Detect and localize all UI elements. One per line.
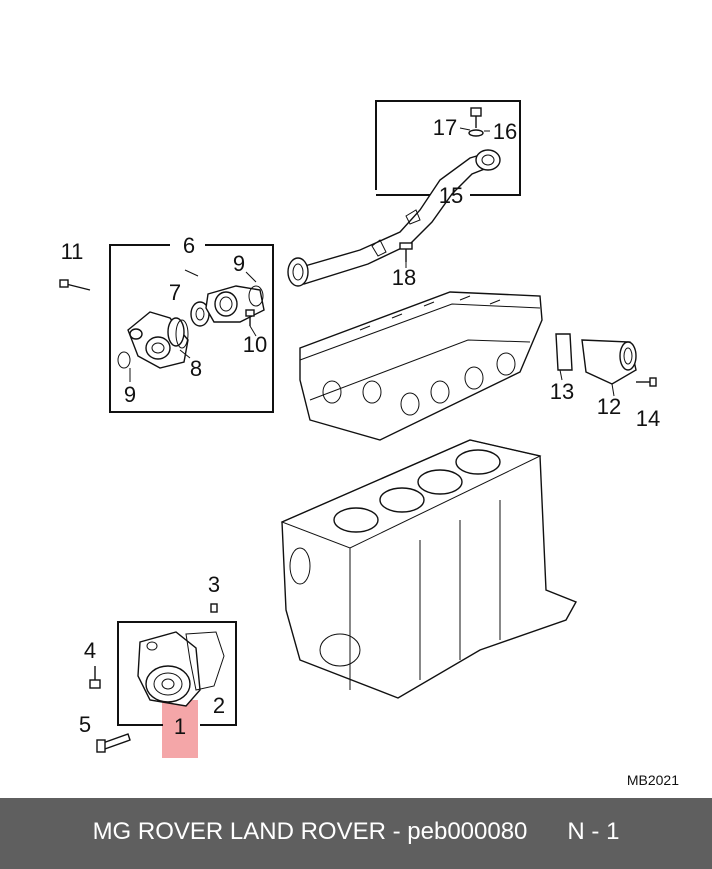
callout-7: 7 (169, 280, 181, 305)
bolt-4 (89, 666, 101, 689)
callout-13: 13 (550, 379, 574, 404)
water-pump (137, 631, 201, 707)
callout-1: 1 (174, 714, 186, 739)
footer-bar: MG ROVER LAND ROVER - peb000080 N - 1 (0, 798, 712, 869)
callout-8: 8 (190, 356, 202, 381)
callout-9-top: 9 (233, 251, 245, 276)
bolt-17-washer-16 (459, 107, 490, 137)
group-box-6 (109, 244, 274, 413)
callout-4: 4 (84, 638, 96, 663)
callout-15: 15 (439, 183, 463, 208)
exploded-parts-diagram: 1 2 3 4 5 6 7 8 9 9 10 11 12 13 14 15 16… (59, 100, 679, 788)
stud-5 (96, 733, 131, 753)
callout-2: 2 (213, 693, 225, 718)
dowel-3 (210, 603, 218, 613)
bolt-10 (245, 309, 255, 326)
callout-14: 14 (636, 406, 660, 431)
group-box-pump (117, 621, 237, 726)
callout-12: 12 (597, 394, 621, 419)
pump-gasket (185, 631, 225, 691)
callout-3: 3 (208, 572, 220, 597)
callout-9-bottom: 9 (124, 382, 136, 407)
part-1-highlight (162, 700, 198, 758)
group-box-15 (375, 100, 521, 196)
cylinder-block (280, 439, 577, 699)
callout-16: 16 (493, 119, 517, 144)
bolt-11 (59, 279, 91, 291)
callout-18: 18 (392, 265, 416, 290)
drawing-code: MB2021 (627, 772, 679, 788)
cylinder-head (299, 291, 543, 441)
housing-cover (205, 285, 265, 323)
outlet-elbow (555, 333, 637, 385)
coolant-pipe (287, 149, 501, 287)
callout-6: 6 (183, 233, 195, 258)
callout-5: 5 (79, 712, 91, 737)
callout-10: 10 (243, 332, 267, 357)
bolt-14 (636, 377, 657, 387)
bolt-18 (399, 242, 413, 262)
callout-11: 11 (61, 239, 84, 264)
callout-17: 17 (433, 115, 457, 140)
footer-caption: MG ROVER LAND ROVER - peb000080 N - 1 (92, 818, 620, 845)
thermostat-housing (117, 311, 189, 369)
